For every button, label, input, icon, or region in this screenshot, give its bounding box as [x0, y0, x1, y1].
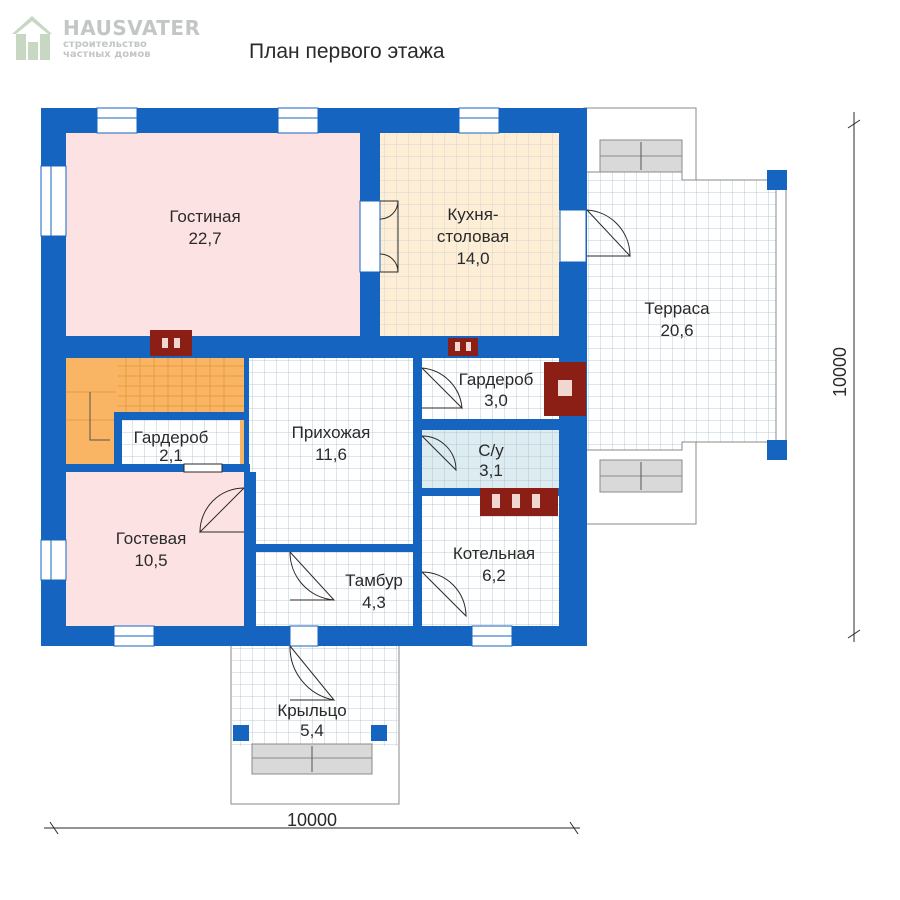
terrace-area: 20,6 [660, 321, 693, 340]
room-guest [66, 472, 244, 626]
company-logo: HAUSVATER строительство частных домов [8, 12, 208, 68]
living-name: Гостиная [169, 207, 240, 226]
interior-walls [66, 133, 587, 626]
vestibule-name: Тамбур [345, 571, 403, 590]
chimney-bathroom [480, 488, 558, 516]
stair-treads [66, 358, 244, 441]
guest-name: Гостевая [116, 529, 187, 548]
chimney-living [150, 330, 192, 356]
porch-area: 5,4 [300, 721, 324, 740]
terrace [583, 107, 787, 525]
kitchen-name-2: столовая [437, 227, 509, 246]
plan-title: План первого этажа [249, 40, 445, 63]
boiler-area: 6,2 [482, 566, 506, 585]
bathroom-area: 3,1 [479, 461, 503, 480]
dimension-depth-label: 10000 [830, 347, 850, 397]
wardrobe-left-name: Гардероб [134, 428, 209, 447]
dimension-width [44, 821, 580, 835]
dimension-width-label: 10000 [287, 810, 337, 830]
kitchen-tile-grid [380, 133, 562, 336]
brand-tagline-1: строительство [63, 39, 147, 50]
brand-tagline-2: частных домов [63, 49, 151, 60]
room-living [66, 133, 360, 336]
terrace-steps-bottom [599, 459, 683, 493]
bathroom-name: С/у [478, 441, 504, 460]
hall-area: 11,6 [315, 445, 347, 464]
windows [40, 107, 587, 647]
wardrobe-right-area: 3,0 [484, 391, 508, 410]
living-area: 22,7 [188, 229, 221, 248]
guest-area: 10,5 [134, 551, 167, 570]
vestibule-area: 4,3 [362, 593, 386, 612]
hall-name: Прихожая [292, 423, 371, 442]
stove-terrace [544, 362, 586, 416]
doors [183, 200, 631, 701]
kitchen-area: 14,0 [456, 249, 489, 268]
chimney-kitchen [448, 338, 478, 356]
kitchen-name-1: Кухня- [447, 205, 498, 224]
dimension-depth [847, 112, 861, 642]
brand-name: HAUSVATER [63, 16, 201, 40]
terrace-steps-top [599, 139, 683, 173]
porch-steps [251, 743, 373, 775]
boiler-name: Котельная [453, 544, 535, 563]
wardrobe-left-area: 2,1 [159, 446, 183, 465]
porch-name: Крыльцо [277, 701, 346, 720]
house-logo-icon [12, 16, 52, 60]
terrace-name: Терраса [644, 299, 710, 318]
wardrobe-right-name: Гардероб [459, 370, 534, 389]
